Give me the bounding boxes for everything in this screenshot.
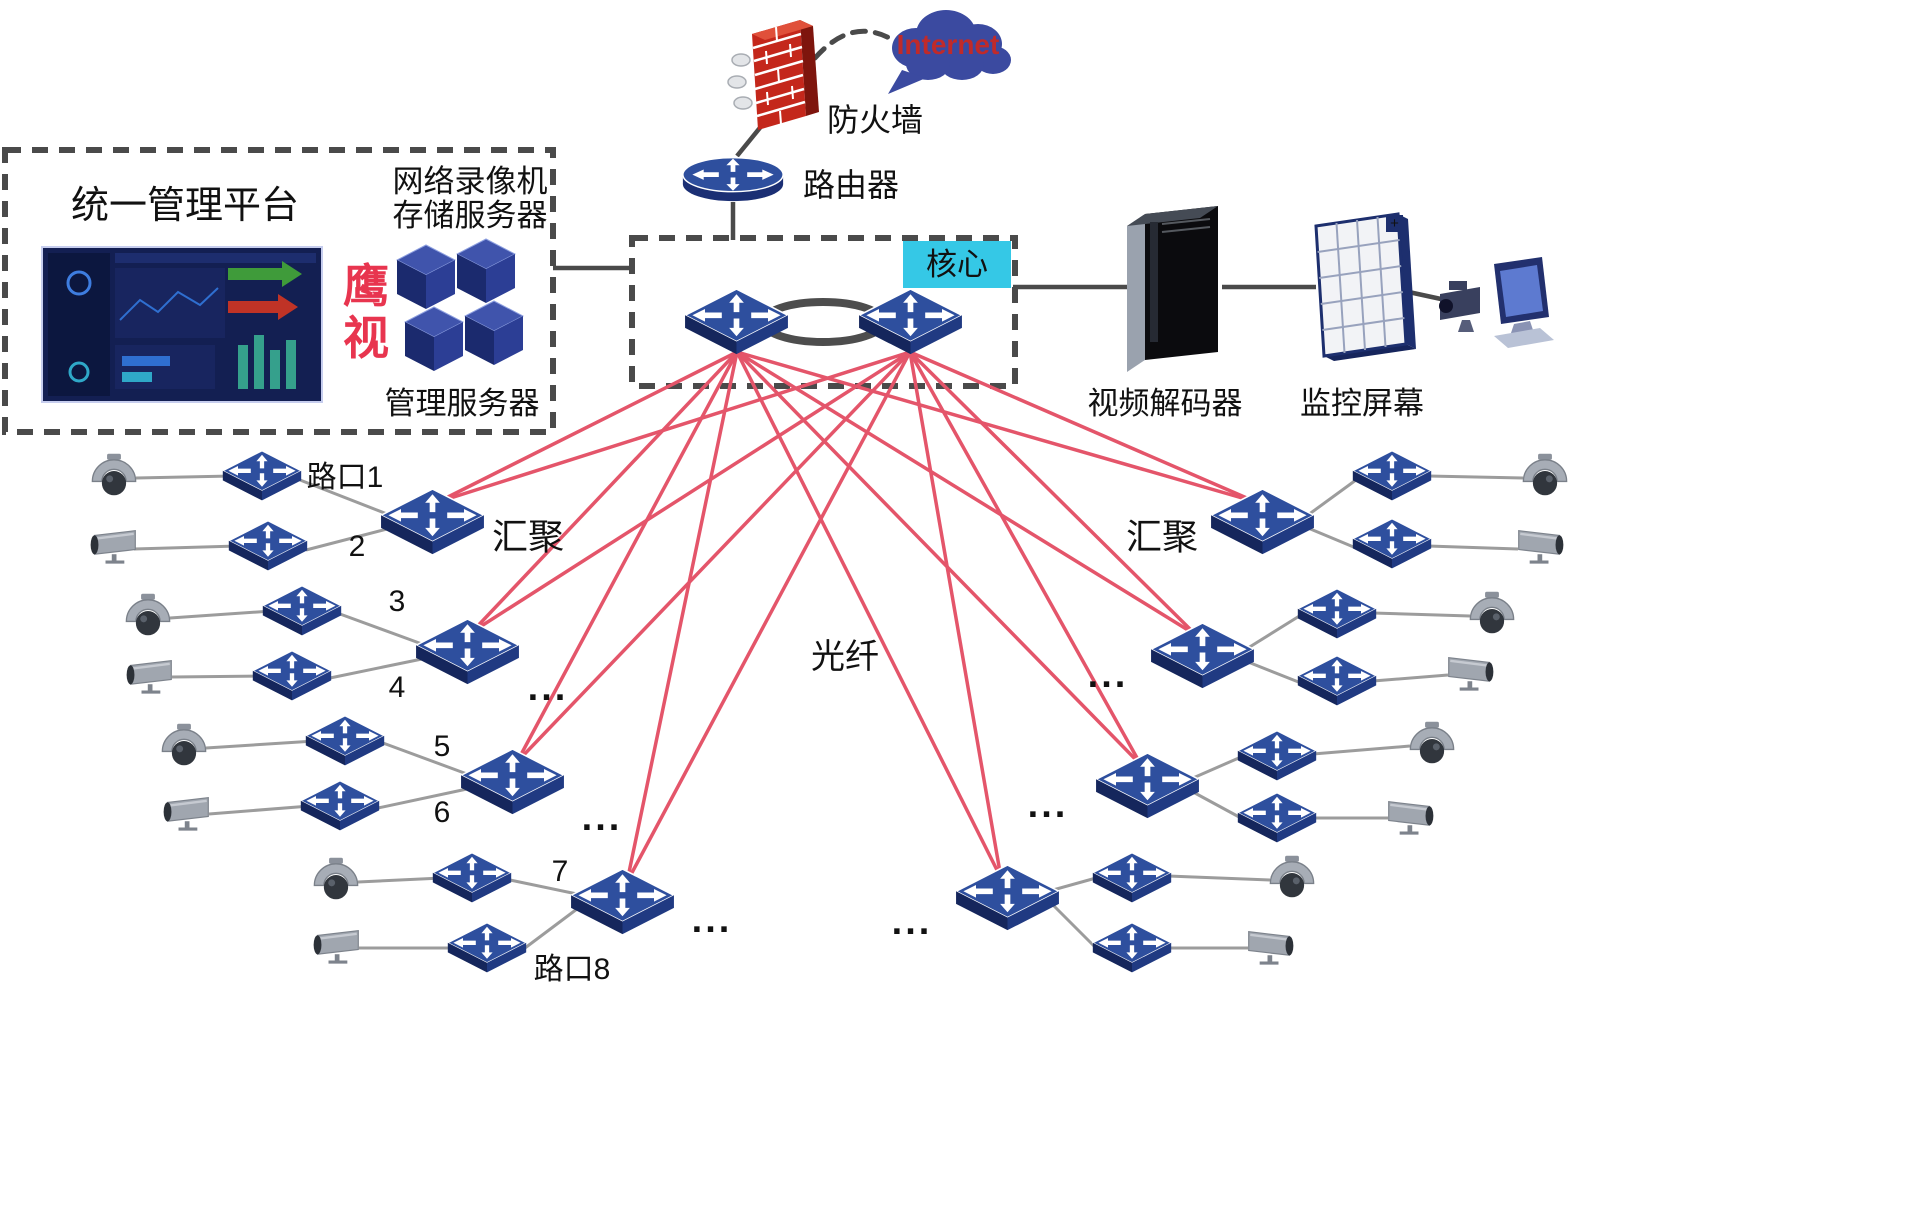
access-switch-right-2b (1297, 655, 1377, 707)
firewall-internet-link (812, 28, 896, 61)
dome-camera-left-1 (91, 453, 137, 496)
ellipsis-left-1: ... (528, 667, 569, 709)
labels: 统一管理平台 网络录像机 存储服务器 鹰 视 管理服务器 防火墙 路由器 视频解… (71, 102, 1424, 986)
dome-camera-left-3 (161, 723, 207, 766)
dome-camera-right-3 (1409, 721, 1455, 764)
access-switch-left-1a (222, 450, 302, 501)
label-port-4: 4 (389, 671, 406, 704)
aggregation-switch-left-3 (460, 748, 565, 815)
label-agg-left: 汇聚 (492, 516, 564, 557)
access-switch-right-3b (1237, 792, 1317, 844)
dome-camera-right-4 (1269, 855, 1315, 898)
screen-plus-icon: + (1390, 215, 1399, 232)
access-switch-right-4a (1092, 852, 1172, 904)
branch-left-4 (312, 852, 675, 974)
aggregation-switch-right-1 (1210, 488, 1315, 555)
ellipsis-right-3: ... (892, 901, 933, 943)
access-switch-right-1b (1352, 518, 1432, 570)
bullet-camera-right-3 (1387, 800, 1435, 836)
access-switch-left-2a (262, 585, 342, 637)
bullet-camera-left-2 (125, 659, 173, 695)
aggregation-switch-left-2 (415, 618, 520, 685)
label-nvr-line2: 存储服务器 (393, 198, 548, 233)
label-platform-title: 统一管理平台 (71, 185, 299, 227)
surveillance-camera-icon (1439, 281, 1480, 332)
dome-camera-right-2 (1469, 591, 1515, 634)
label-port-8: 路口8 (534, 953, 611, 986)
backbone-links (553, 28, 1442, 302)
ellipsis-left-3: ... (692, 899, 733, 941)
label-port-7: 7 (552, 855, 569, 888)
dashboard-screenshot (41, 246, 323, 403)
brand-char-bottom: 视 (343, 312, 389, 364)
aggregation-switch-right-4 (955, 864, 1060, 931)
dome-camera-left-4 (313, 857, 359, 900)
router-icon (682, 156, 784, 202)
branch-right-4 (955, 852, 1315, 974)
bullet-camera-right-1 (1517, 529, 1565, 565)
access-switch-right-1a (1352, 450, 1432, 501)
label-port-6: 6 (434, 796, 451, 829)
label-fiber: 光纤 (811, 638, 879, 676)
label-nvr-line1: 网络录像机 (393, 164, 548, 199)
access-switch-left-3b (300, 780, 380, 832)
access-switch-left-3a (305, 715, 385, 767)
label-port-3: 3 (389, 585, 406, 618)
label-core: 核心 (926, 247, 988, 282)
core-switch-1 (684, 288, 789, 355)
aggregation-switch-left-4 (570, 868, 675, 935)
desktop-monitor-icon (1494, 257, 1554, 348)
video-decoder-icon (1127, 206, 1218, 372)
aggregation-switch-right-3 (1095, 752, 1200, 819)
label-port-2: 2 (349, 530, 366, 563)
label-router: 路由器 (803, 167, 899, 203)
dome-camera-right-1 (1522, 453, 1568, 496)
firewall-icon (727, 20, 819, 130)
brand-char-top: 鹰 (343, 260, 389, 312)
bullet-camera-left-1 (89, 529, 137, 565)
bullet-camera-left-3 (162, 796, 210, 832)
access-switch-right-4b (1092, 922, 1172, 974)
internet-cloud: Internet (888, 10, 1011, 94)
ellipsis-left-2: ... (582, 797, 623, 839)
label-mgmt-server: 管理服务器 (385, 386, 540, 421)
aggregation-switch-right-2 (1150, 622, 1255, 689)
access-switch-left-2b (252, 650, 332, 702)
management-platform-box (2, 147, 556, 435)
label-port-1: 路口1 (307, 461, 384, 494)
label-port-5: 5 (434, 730, 451, 763)
fiber-links (437, 350, 1257, 883)
ellipsis-right-1: ... (1088, 654, 1129, 696)
access-switch-right-3a (1237, 730, 1317, 782)
label-monitor-screen: 监控屏幕 (1300, 386, 1424, 421)
bullet-camera-right-4 (1247, 930, 1295, 966)
access-links (133, 474, 1524, 950)
label-decoder: 视频解码器 (1088, 386, 1243, 421)
label-agg-right: 汇聚 (1126, 516, 1198, 557)
core-switch-2 (858, 288, 963, 355)
branch-right-1 (1210, 450, 1568, 570)
branch-left-1 (89, 450, 485, 572)
aggregation-switch-left-1 (380, 488, 485, 555)
access-switch-right-2a (1297, 588, 1377, 640)
bullet-camera-right-2 (1447, 656, 1495, 692)
branch-right-2 (1150, 588, 1515, 707)
access-switch-left-4a (432, 852, 512, 904)
branch-right-3 (1095, 721, 1455, 844)
branch-left-2 (125, 585, 520, 702)
core-boundary-box (629, 235, 1018, 389)
access-switch-left-1b (228, 520, 308, 572)
label-internet: Internet (897, 29, 1000, 60)
storage-server-cubes (396, 238, 524, 372)
bullet-camera-left-4 (312, 929, 360, 965)
label-firewall: 防火墙 (827, 102, 923, 138)
monitor-wall-icon: + (1314, 212, 1416, 361)
core-label-bg (903, 241, 1011, 288)
access-switch-left-4b (447, 922, 527, 974)
dome-camera-left-2 (125, 593, 171, 636)
ellipsis-right-2: ... (1028, 784, 1069, 826)
